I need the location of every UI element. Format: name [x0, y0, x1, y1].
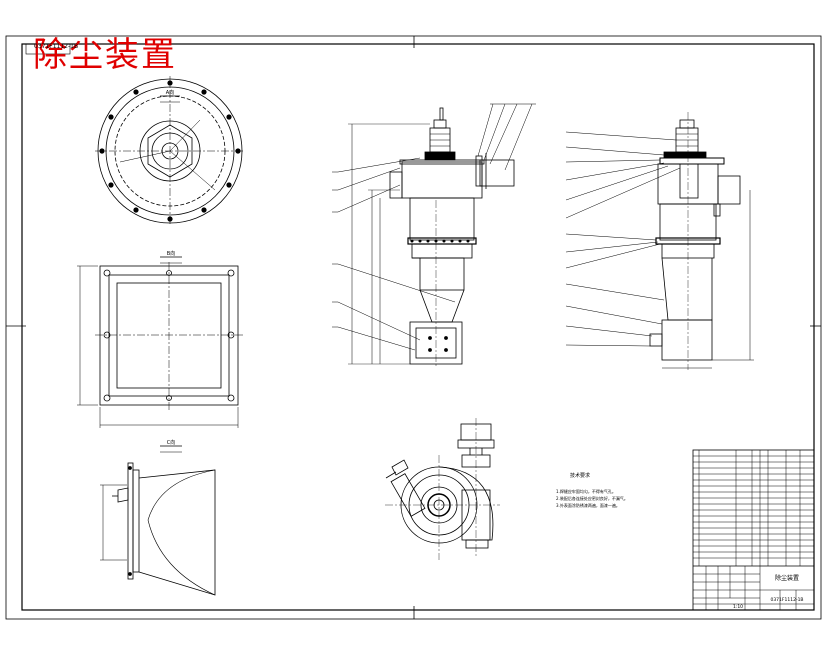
note-line-1: 1.焊缝应牢固均匀，不得有气孔。 — [556, 489, 616, 494]
parts-list — [692, 449, 815, 611]
side-elevation-cyclone — [565, 112, 754, 370]
title-block-scale: 1:10 — [733, 604, 743, 610]
notes-heading: 技术要求 — [570, 472, 590, 479]
view-label-b: B向 — [167, 250, 175, 257]
plan-view-cyclone — [385, 418, 500, 560]
view-b-square-flange — [77, 256, 243, 428]
note-line-2: 2.装配后各连接处应密封良好，不漏气。 — [556, 496, 628, 501]
view-label-a: A向 — [166, 89, 174, 96]
drawing-title: 除尘装置 — [33, 35, 177, 75]
main-elevation-cyclone — [332, 103, 536, 368]
technical-notes: 1.焊缝应牢固均匀，不得有气孔。 2.装配后各连接处应密封良好，不漏气。 3.外… — [556, 488, 696, 509]
title-block-name: 除尘装置 — [775, 574, 799, 582]
title-block-drawing-no: 0371F1112-1B — [770, 597, 803, 603]
outer-border — [5, 35, 822, 620]
corner-note: 0371F1112-1B — [34, 43, 79, 50]
view-c-side-section — [100, 445, 216, 596]
view-label-c: C向 — [167, 439, 176, 446]
note-line-3: 3.外表面涂防锈漆两遍，面漆一遍。 — [556, 503, 620, 508]
inner-border — [21, 43, 815, 611]
corner-label-box — [25, 43, 71, 55]
view-a-flange — [95, 76, 245, 226]
